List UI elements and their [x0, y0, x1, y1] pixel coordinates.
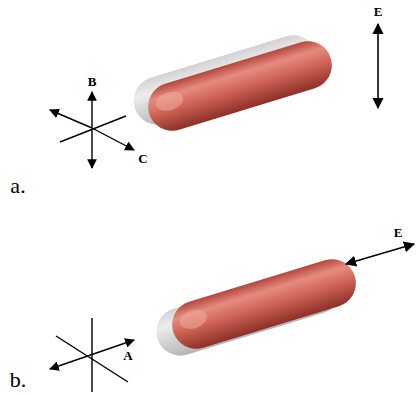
axis-c-arrow — [92, 128, 134, 150]
field-label: E — [374, 5, 383, 18]
axis-line — [60, 116, 126, 142]
rod-body — [166, 253, 362, 354]
axis-label: B — [88, 75, 97, 88]
axis-glyph — [50, 92, 134, 168]
field-label: E — [394, 226, 403, 239]
rod-highlight — [177, 307, 209, 332]
axis-label: A — [123, 349, 132, 362]
axis-label: C — [138, 152, 147, 165]
nanorod — [128, 26, 338, 141]
panel-label: a. — [10, 175, 25, 197]
axis-down-arrow — [91, 128, 92, 168]
axis-left-arrow — [50, 110, 92, 128]
axis-glyph — [50, 318, 134, 392]
rod-highlight — [153, 89, 185, 114]
axis-line — [56, 336, 128, 382]
field-arrow — [377, 24, 379, 108]
axis-a-arrow — [50, 340, 134, 369]
field-arrow — [346, 244, 414, 264]
rod-body — [142, 35, 338, 136]
panel-label: b. — [10, 369, 27, 391]
axis-b-arrow — [91, 92, 92, 128]
nanorod — [150, 253, 363, 361]
